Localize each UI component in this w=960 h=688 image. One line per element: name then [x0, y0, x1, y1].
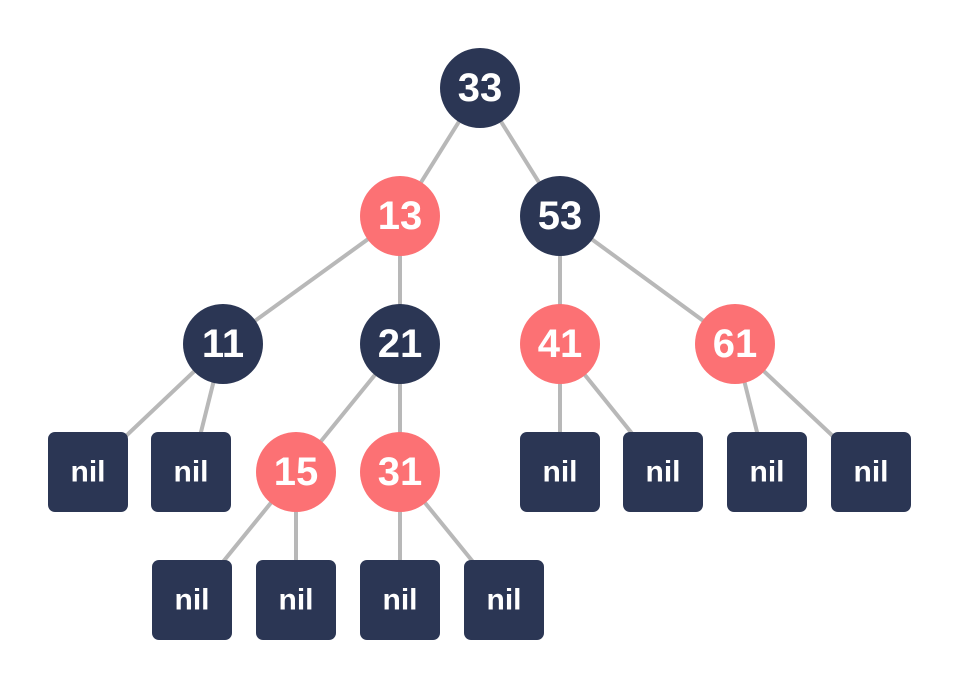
node-label: nil: [71, 456, 106, 489]
nil-leaf-nil11b: nil: [151, 432, 231, 512]
nil-box: [727, 432, 807, 512]
tree-node-n11: 11: [183, 304, 263, 384]
node-circle: [520, 304, 600, 384]
tree-node-n61: 61: [695, 304, 775, 384]
node-label: nil: [279, 584, 314, 617]
nil-box: [256, 560, 336, 640]
node-circle: [256, 432, 336, 512]
tree-node-n31: 31: [360, 432, 440, 512]
nil-leaf-nil41a: nil: [520, 432, 600, 512]
node-label: 33: [458, 66, 503, 110]
tree-node-n41: 41: [520, 304, 600, 384]
nil-box: [464, 560, 544, 640]
tree-node-n21: 21: [360, 304, 440, 384]
node-label: nil: [854, 456, 889, 489]
node-circle: [440, 48, 520, 128]
node-label: nil: [487, 584, 522, 617]
node-circle: [183, 304, 263, 384]
nil-leaf-nil31b: nil: [464, 560, 544, 640]
node-label: 61: [713, 322, 758, 366]
tree-node-n13: 13: [360, 176, 440, 256]
node-label: 53: [538, 194, 583, 238]
node-label: 13: [378, 194, 423, 238]
nil-box: [152, 560, 232, 640]
node-label: 41: [538, 322, 583, 366]
node-label: nil: [646, 456, 681, 489]
tree-node-n15: 15: [256, 432, 336, 512]
nil-box: [520, 432, 600, 512]
nil-leaf-nil15a: nil: [152, 560, 232, 640]
nil-box: [831, 432, 911, 512]
node-label: 15: [274, 450, 319, 494]
node-label: nil: [174, 456, 209, 489]
node-label: 11: [202, 322, 244, 366]
nil-box: [48, 432, 128, 512]
node-label: nil: [750, 456, 785, 489]
node-label: 21: [378, 322, 423, 366]
nil-leaf-nil61b: nil: [831, 432, 911, 512]
nil-leaf-nil41b: nil: [623, 432, 703, 512]
nil-leaf-nil31a: nil: [360, 560, 440, 640]
node-circle: [695, 304, 775, 384]
node-label: 31: [378, 450, 423, 494]
nil-box: [151, 432, 231, 512]
node-label: nil: [175, 584, 210, 617]
node-circle: [520, 176, 600, 256]
tree-node-n33: 33: [440, 48, 520, 128]
node-circle: [360, 432, 440, 512]
node-label: nil: [543, 456, 578, 489]
node-circle: [360, 304, 440, 384]
nil-box: [623, 432, 703, 512]
nodes-layer: 33 13 53 11 21 41 61 15 31 nil nil nil nil nil nil nil n…: [48, 48, 911, 640]
nil-leaf-nil15b: nil: [256, 560, 336, 640]
nil-box: [360, 560, 440, 640]
nil-leaf-nil61a: nil: [727, 432, 807, 512]
nil-leaf-nil11a: nil: [48, 432, 128, 512]
node-label: nil: [383, 584, 418, 617]
node-circle: [360, 176, 440, 256]
tree-node-n53: 53: [520, 176, 600, 256]
